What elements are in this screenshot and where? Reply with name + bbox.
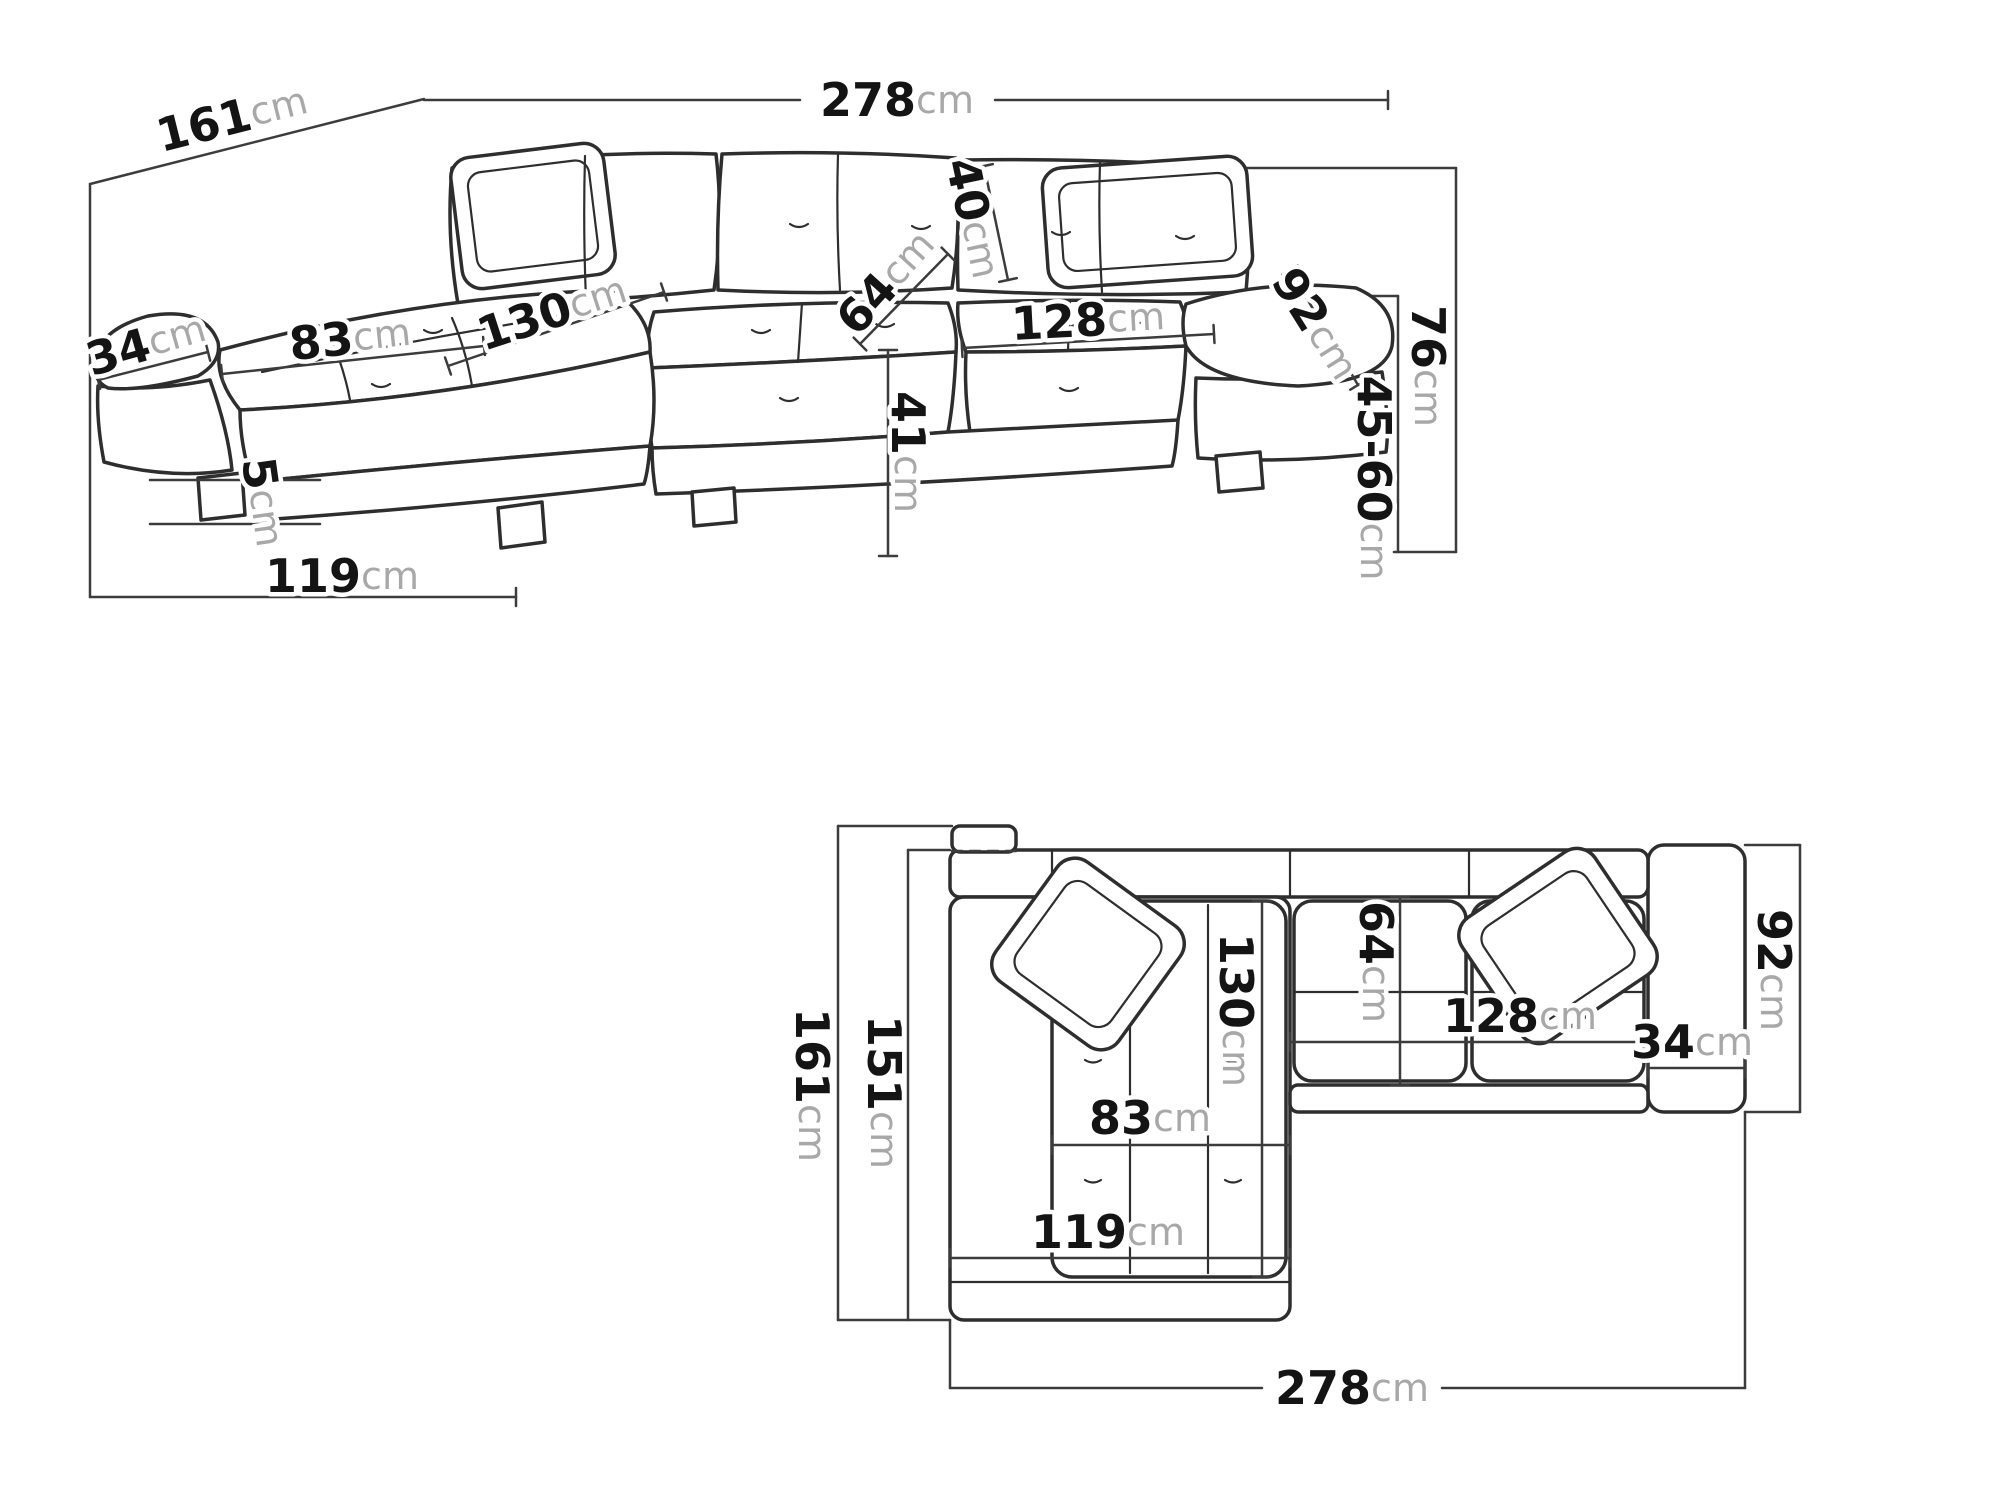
dim-persp-seat-width: 128cm xyxy=(1010,289,1167,351)
dim-persp-back-cushion-height: 40cm xyxy=(935,153,1013,284)
sofa-leg xyxy=(496,500,547,550)
plan-labels: 161cm 151cm 130cm 83cm 119cm 64cm 128cm … xyxy=(781,897,1806,1420)
plan-right-armrest xyxy=(1646,843,1747,1114)
sofa-base xyxy=(650,418,1180,496)
dim-plan-right-depth: 92cm xyxy=(1747,909,1801,1031)
plan-details xyxy=(950,848,1646,1284)
perspective-dimension-lines xyxy=(94,162,1367,558)
dim-plan-inner-depth: 151cm xyxy=(857,1015,911,1169)
pillow-inner-seam xyxy=(1057,171,1238,273)
pillow-inner-seam xyxy=(1013,879,1163,1029)
plan-pillow-right xyxy=(1457,846,1659,1046)
dim-plan-total-width: 278cm xyxy=(1275,1361,1429,1415)
dim-persp-seat-height-range: 45-60cm xyxy=(1347,375,1401,580)
plan-seat-front-band xyxy=(1288,1083,1650,1114)
sofa-leg xyxy=(690,486,738,528)
plan-view: 161cm 151cm 130cm 83cm 119cm 64cm 128cm … xyxy=(781,824,1806,1420)
dim-persp-seat-height: 41cm xyxy=(881,391,935,513)
frame-left-lines xyxy=(88,97,426,599)
perspective-view: 161cm 278cm 34cm 83cm 130cm 64cm 40cm 12… xyxy=(75,69,1459,608)
pillow-outer xyxy=(1040,154,1255,290)
chaise-base xyxy=(250,444,652,522)
pillow-outer xyxy=(449,141,617,291)
dim-plan-chaise-seat-width: 83cm xyxy=(1089,1091,1211,1145)
plan-pillow-left xyxy=(989,856,1187,1052)
left-armrest-base xyxy=(95,378,234,476)
sofa-perspective-drawing xyxy=(93,141,1395,550)
dim-plan-seat-width: 128cm xyxy=(1443,989,1597,1043)
dim-plan-chaise-width: 119cm xyxy=(1031,1205,1185,1259)
sofa-top-view-drawing xyxy=(948,824,1747,1322)
dim-persp-chaise-seat-width: 83cm xyxy=(287,305,414,371)
dim-plan-chaise-length: 130cm xyxy=(1209,933,1263,1087)
tufting-details xyxy=(260,152,1196,403)
pillow-inner-seam xyxy=(1480,870,1636,1022)
pillow-outer xyxy=(989,856,1187,1052)
sofa-leg xyxy=(196,471,247,522)
right-armrest-pad xyxy=(1181,283,1395,388)
dim-persp-back-width: 161cm xyxy=(151,73,313,163)
pillow-inner-seam xyxy=(466,159,600,273)
perspective-dimension-frame xyxy=(88,89,1458,608)
plan-back-corner xyxy=(950,824,1018,854)
dim-plan-seat-depth: 64cm xyxy=(1349,901,1403,1023)
dim-persp-left-arm-width: 34cm xyxy=(80,301,212,387)
plan-back-band xyxy=(948,848,1650,899)
dim-plan-arm-width: 34cm xyxy=(1631,1015,1753,1069)
dim-plan-total-depth: 161cm xyxy=(785,1008,839,1162)
plan-dimension-lines xyxy=(836,824,1802,1390)
dim-persp-chaise-depth: 119cm xyxy=(265,549,419,603)
pillow-outer xyxy=(1457,846,1659,1046)
pillow-right xyxy=(1040,154,1255,290)
left-armrest-pad xyxy=(93,312,221,391)
pillow-left xyxy=(449,141,617,291)
dim-persp-total-height: 76cm xyxy=(1401,305,1455,427)
dim-persp-total-width: 278cm xyxy=(820,73,974,127)
sofa-leg xyxy=(1214,450,1265,494)
